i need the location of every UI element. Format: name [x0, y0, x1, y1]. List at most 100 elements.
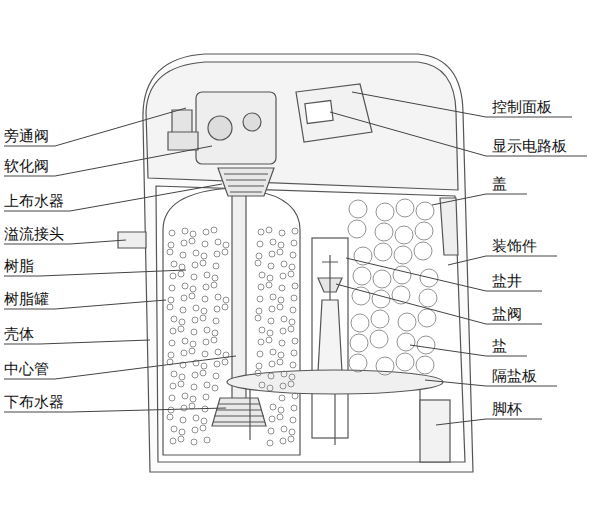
bead	[167, 304, 173, 310]
bead	[277, 414, 283, 420]
bead	[280, 438, 286, 444]
bead	[288, 326, 294, 332]
bead	[191, 439, 197, 445]
bead	[374, 243, 392, 261]
leader-line	[4, 146, 212, 176]
bead	[268, 318, 274, 324]
center-tube	[232, 190, 246, 400]
bead	[256, 253, 262, 259]
leader-line	[4, 184, 222, 211]
bead	[223, 297, 229, 303]
bead	[289, 374, 295, 380]
bead	[222, 249, 228, 255]
bead	[375, 223, 393, 241]
bead	[258, 229, 264, 235]
bead	[178, 436, 184, 442]
decoration-trim	[440, 198, 458, 255]
part-label: 旁通阀	[4, 127, 49, 145]
bead	[259, 327, 265, 333]
bead	[278, 352, 284, 358]
bead	[169, 285, 175, 291]
bead	[190, 286, 196, 292]
bead	[281, 371, 287, 377]
bead	[267, 440, 273, 446]
bead	[189, 348, 195, 354]
bead	[215, 239, 221, 245]
bead	[203, 284, 209, 290]
bead	[167, 249, 173, 255]
bead	[192, 317, 198, 323]
bead	[278, 297, 284, 303]
bead	[290, 362, 296, 368]
brine-well	[312, 238, 348, 438]
part-label: 隔盐板	[492, 367, 537, 385]
part-label: 装饰件	[492, 237, 537, 255]
bead	[214, 306, 220, 312]
bead	[200, 260, 206, 266]
bead	[180, 417, 186, 423]
bead	[203, 339, 209, 345]
part-label: 显示电路板	[492, 137, 567, 155]
bead	[398, 313, 416, 331]
bead	[259, 382, 265, 388]
bead	[211, 227, 217, 233]
bead	[169, 230, 175, 236]
bead	[203, 229, 209, 235]
bead	[277, 359, 283, 365]
bead	[171, 371, 177, 377]
bead	[189, 293, 195, 299]
bead	[203, 394, 209, 400]
bead	[170, 438, 176, 444]
bead	[171, 426, 177, 432]
part-label: 溢流接头	[4, 225, 64, 243]
bead	[204, 382, 210, 388]
bead	[190, 396, 196, 402]
bead	[204, 272, 210, 278]
bead	[279, 285, 285, 291]
bead	[255, 260, 261, 266]
bead	[269, 416, 275, 422]
bead	[266, 282, 272, 288]
leader-line	[448, 256, 557, 265]
lid	[146, 62, 458, 190]
bead	[290, 252, 296, 258]
part-label: 树脂罐	[4, 290, 49, 308]
bead	[201, 363, 207, 369]
bead	[201, 308, 207, 314]
bead	[189, 238, 195, 244]
bead	[257, 351, 263, 357]
leader-line	[4, 108, 186, 146]
bead	[258, 339, 264, 345]
bead	[415, 222, 433, 240]
bead	[191, 384, 197, 390]
bead	[190, 341, 196, 347]
bead	[212, 385, 218, 391]
part-label: 盖	[492, 175, 507, 193]
bead	[180, 307, 186, 313]
bead	[202, 351, 208, 357]
bead	[277, 249, 283, 255]
cutaway-cavity	[156, 186, 465, 462]
bead	[223, 242, 229, 248]
bead	[270, 294, 276, 300]
bead	[289, 429, 295, 435]
part-label: 下布水器	[4, 393, 64, 411]
bead	[376, 203, 394, 221]
bead	[182, 393, 188, 399]
bead	[168, 242, 174, 248]
bead	[202, 296, 208, 302]
leader-line	[336, 284, 542, 324]
bead	[191, 329, 197, 335]
bead	[179, 374, 185, 380]
bead	[266, 337, 272, 343]
bead	[393, 266, 411, 284]
bead	[213, 263, 219, 269]
bead	[267, 275, 273, 281]
bead	[353, 267, 371, 285]
bead	[192, 262, 198, 268]
bead	[170, 273, 176, 279]
part-label: 树脂	[4, 257, 34, 275]
bead	[182, 283, 188, 289]
bead	[291, 405, 297, 411]
bead	[182, 228, 188, 234]
